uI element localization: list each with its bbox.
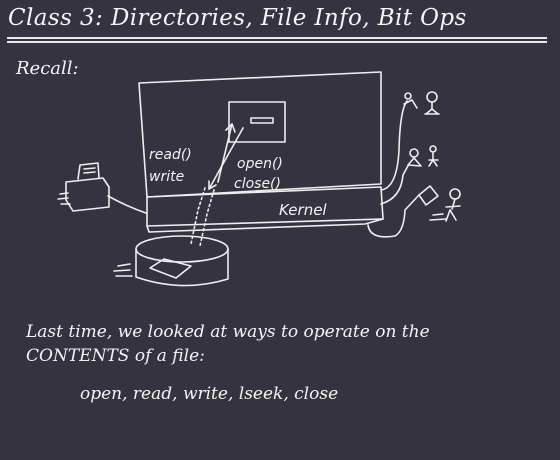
read-call-label: read() (149, 147, 192, 163)
user-2-icon (407, 145, 439, 167)
body-text: Last time, we looked at ways to operate … (26, 320, 546, 368)
disk-top (135, 235, 229, 263)
open-call-label: open() (237, 156, 283, 172)
printer-paper-lines (83, 167, 96, 174)
file-buffer-icon (250, 117, 274, 124)
printer-output-lines (57, 192, 71, 205)
read-arrowhead (225, 123, 236, 133)
user-2-cable (380, 163, 410, 205)
kernel-label: Kernel (279, 201, 327, 219)
disk-motion-lines (113, 263, 133, 277)
slide-title: Class 3: Directories, File Info, Bit Ops (8, 5, 467, 31)
process-window (228, 101, 286, 143)
printer-paper (77, 162, 100, 180)
file-operations-list: open, read, write, lseek, close (80, 384, 339, 404)
write-call-label: write (149, 169, 184, 185)
printer-body (65, 177, 110, 212)
printer-cable (107, 195, 147, 214)
close-call-label: close() (234, 176, 281, 192)
disk-channel-left (190, 187, 206, 245)
user-3-cable (367, 194, 420, 238)
kernel-file-diagram: read() write open() close() Kernel (57, 71, 461, 287)
kernel-strip (146, 186, 384, 227)
user-1-icon (403, 91, 440, 115)
disk-channel-right (199, 189, 215, 247)
disk-body (135, 248, 229, 287)
title-underline-top (7, 37, 547, 39)
write-arrowhead (208, 180, 217, 190)
read-arrow (217, 123, 233, 183)
body-line-1: Last time, we looked at ways to operate … (26, 322, 430, 342)
disk-document (149, 258, 192, 279)
user-3-icon (418, 185, 461, 222)
recall-heading: Recall: (16, 58, 79, 79)
kernel-lower-edge (146, 218, 384, 233)
user-space-box (138, 71, 382, 198)
title-underline-bottom (7, 41, 547, 43)
body-line-2: CONTENTS of a file: (26, 346, 205, 366)
user-1-cable (380, 100, 408, 191)
write-arrow (208, 127, 244, 190)
